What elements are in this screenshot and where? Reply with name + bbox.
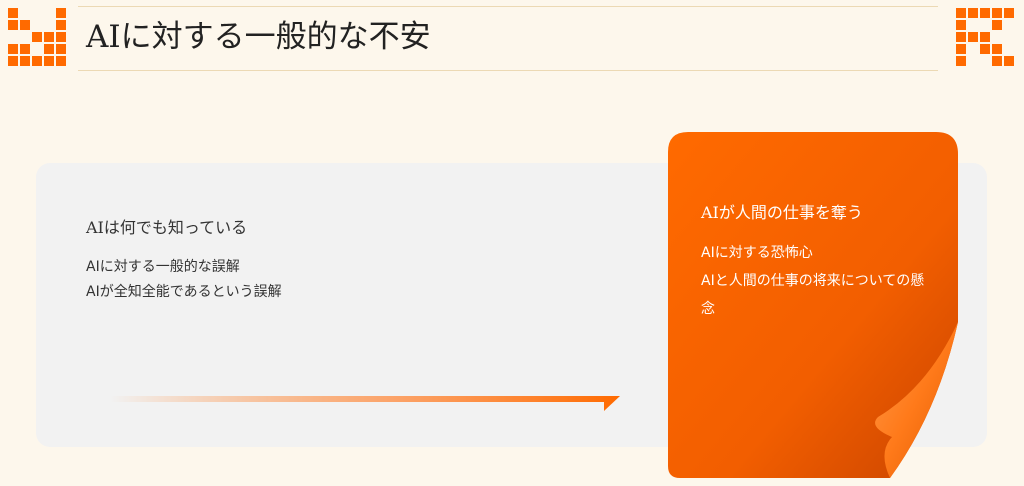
list-item: AIと人間の仕事の将来についての懸念	[701, 273, 925, 317]
job-fears-heading: AIが人間の仕事を奪う	[701, 203, 863, 222]
title-rule-bottom	[78, 70, 938, 71]
highlight-card	[668, 132, 958, 478]
pixel-grid-icon	[8, 8, 66, 66]
list-item: AIに対する恐怖心	[701, 245, 813, 261]
page-title: AIに対する一般的な不安	[86, 19, 431, 55]
misconceptions-heading: AIは何でも知っている	[86, 218, 248, 237]
misconceptions-list: AIに対する一般的な誤解 AIが全知全能であるという誤解	[86, 255, 282, 305]
title-rule-top	[78, 6, 938, 7]
list-item: AIに対する一般的な誤解	[86, 259, 240, 275]
arrow-right-icon	[110, 396, 620, 411]
pixel-grid-icon	[956, 8, 1014, 66]
job-fears-list: AIに対する恐怖心 AIと人間の仕事の将来についての懸念	[701, 239, 931, 323]
list-item: AIが全知全能であるという誤解	[86, 284, 282, 300]
